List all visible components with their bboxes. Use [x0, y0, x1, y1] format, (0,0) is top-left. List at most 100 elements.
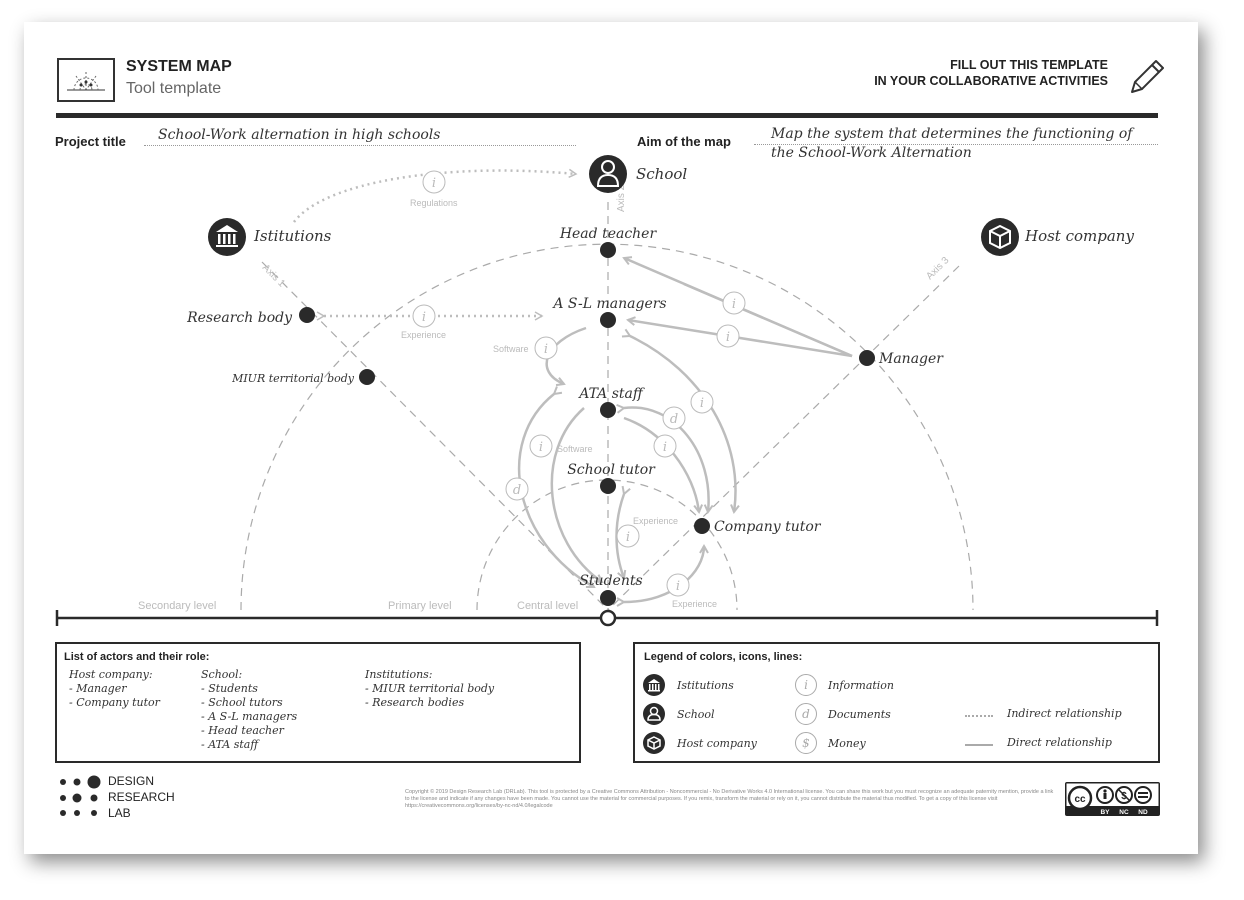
copyright-notice: Copyright © 2019 Design Research Lab (DR…	[405, 789, 1054, 809]
node-head-teacher	[600, 242, 616, 258]
legend-money-icon: $	[795, 732, 817, 754]
primary-level-label: Primary level	[388, 600, 452, 612]
map-origin	[599, 609, 617, 627]
actors-item: - MIUR territorial body	[365, 682, 495, 695]
ata-company-doc-icon	[662, 406, 686, 430]
system-map-logo-icon	[57, 58, 115, 102]
node-students	[600, 590, 616, 606]
aim-value-line-2: the School-Work Alternation	[771, 145, 972, 161]
cc-nd-label: ND	[1138, 809, 1148, 816]
aim-field[interactable]: Map the system that determines the funct…	[754, 126, 1158, 163]
instruction-line-2: IN YOUR COLLABORATIVE ACTIVITIES	[874, 74, 1108, 88]
page-title: SYSTEM MAP	[126, 58, 232, 75]
actors-item: - Students	[201, 682, 258, 695]
node-school-tutor	[600, 478, 616, 494]
legend-documents-icon: d	[795, 703, 817, 725]
node-research-body	[299, 307, 315, 323]
regulations-info-glyph: i	[432, 176, 436, 191]
manager-asl-flow	[628, 320, 853, 358]
actors-list-title: List of actors and their role:	[64, 651, 210, 663]
host-company-actor-label: Host company	[1024, 227, 1134, 245]
node-students-label: Students	[579, 573, 642, 589]
ata-company-info-icon	[653, 434, 677, 458]
regulations-info-icon	[422, 170, 446, 194]
axis-2-label: Axis 2	[616, 184, 627, 212]
software-label-2: Software	[557, 444, 593, 454]
legend-host-company-label: Host company	[677, 737, 757, 750]
asl-companytutor-flow	[630, 336, 736, 512]
actors-item: - ATA staff	[201, 738, 259, 751]
experience-label-3: Experience	[672, 599, 717, 609]
legend-documents-label: Documents	[828, 708, 891, 721]
actors-column-heading: School:	[201, 668, 243, 681]
central-level-arc	[476, 479, 738, 611]
legend-money-label: Money	[828, 737, 866, 750]
brand-line-2: RESEARCH	[108, 790, 175, 804]
legend-information-icon: i	[795, 674, 817, 696]
axis-1-label: Axis 1	[260, 262, 287, 289]
instruction-text: FILL OUT THIS TEMPLATE IN YOUR COLLABORA…	[874, 57, 1108, 89]
svg-text:$: $	[1121, 791, 1127, 802]
students-company-info-icon	[666, 573, 690, 597]
school-actor-label: School	[636, 165, 687, 183]
legend-host-company-icon	[643, 732, 665, 759]
students-doc-glyph: d	[513, 483, 521, 498]
actors-column-heading: Institutions:	[365, 668, 433, 681]
node-manager	[859, 350, 875, 366]
manager-info-icon-1	[722, 291, 746, 315]
actors-item: - Manager	[69, 682, 127, 695]
legend-indirect-label: Indirect relationship	[1007, 707, 1122, 720]
brand-line-1: DESIGN	[108, 774, 155, 788]
node-ata-staff-label: ATA staff	[577, 386, 645, 402]
actors-item: - A S-L managers	[201, 710, 298, 723]
manager-info-glyph-1: i	[732, 297, 736, 312]
pencil-icon	[1124, 54, 1168, 98]
brand-name: DESIGN RESEARCH LAB	[108, 773, 175, 821]
node-head-teacher-label: Head teacher	[559, 226, 658, 242]
legend-institutions-icon	[643, 674, 665, 701]
software-info-glyph-2: i	[539, 440, 543, 455]
node-company-tutor	[694, 518, 710, 534]
node-miur-label: MIUR territorial body	[231, 372, 355, 385]
experience-info-icon-1	[412, 304, 436, 328]
legend-box: Legend of colors, icons, lines: Istituti…	[633, 642, 1160, 763]
legend-direct-label: Direct relationship	[1007, 736, 1112, 749]
software-info-icon-1	[534, 336, 558, 360]
manager-extra-flow	[683, 282, 853, 358]
legend-school-icon	[643, 703, 665, 730]
design-research-lab-logo-icon	[58, 775, 102, 824]
cc-license-badge[interactable]: cc $ BY NC ND	[1065, 782, 1160, 816]
legend-indirect-line	[965, 715, 993, 717]
manager-info-glyph-2: i	[726, 330, 730, 345]
actors-item: - Company tutor	[69, 696, 160, 709]
students-doc-icon	[505, 477, 529, 501]
node-company-tutor-label: Company tutor	[714, 519, 822, 535]
brand-line-3: LAB	[108, 806, 131, 820]
header-divider	[56, 113, 1158, 118]
svg-text:cc: cc	[1074, 794, 1086, 805]
actors-item: - Research bodies	[365, 696, 465, 709]
cc-nc-label: NC	[1119, 809, 1129, 816]
students-company-info-glyph: i	[676, 579, 680, 594]
actors-column-school: School: - Students - School tutors - A S…	[201, 668, 297, 752]
software-info-glyph-1: i	[544, 342, 548, 357]
experience-label-2: Experience	[633, 516, 678, 526]
actors-list-box: List of actors and their role: Host comp…	[55, 642, 581, 763]
project-title-field[interactable]: School-Work alternation in high schools	[144, 127, 576, 146]
software-info-icon-2	[529, 434, 553, 458]
node-school-tutor-label: School tutor	[567, 462, 656, 478]
node-manager-label: Manager	[878, 351, 944, 367]
actors-column-institutions: Institutions: - MIUR territorial body - …	[365, 668, 494, 710]
institutions-actor-label: Istitutions	[253, 227, 332, 245]
secondary-level-label: Secondary level	[138, 600, 216, 612]
asl-company-info-glyph: i	[700, 396, 704, 411]
actors-column-heading: Host company:	[69, 668, 153, 681]
ata-students-doc-flow	[517, 394, 594, 589]
cc-by-label: BY	[1100, 809, 1110, 816]
ata-companytutor-flow-2	[623, 416, 699, 512]
aim-value-line-1: Map the system that determines the funct…	[771, 126, 1133, 142]
legend-information-label: Information	[828, 679, 895, 692]
ata-company-doc-glyph: d	[670, 412, 678, 427]
node-asl-managers	[600, 312, 616, 328]
template-sheet: SYSTEM MAP Tool template FILL OUT THIS T…	[24, 22, 1198, 854]
